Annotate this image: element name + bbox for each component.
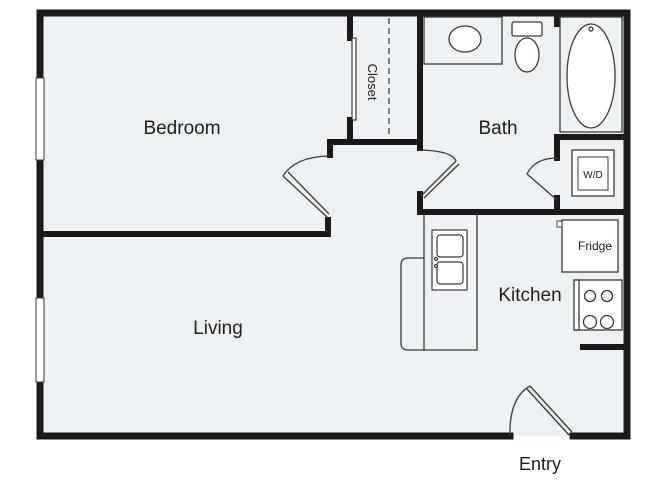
bath-fixtures (423, 16, 623, 133)
toilet-tank-icon (511, 21, 543, 37)
kitchen-sink-icon (431, 229, 468, 291)
washer-dryer-icon (571, 149, 615, 197)
floor-area (40, 13, 627, 436)
room-label-kitchen: Kitchen (498, 285, 561, 306)
entry-label: Entry (519, 454, 561, 474)
washer-dryer-label: W/D (583, 170, 602, 181)
toilet-bowl-icon (514, 37, 540, 73)
sink-icon (448, 25, 482, 53)
room-label-living: Living (193, 318, 243, 339)
kitchen-counter (400, 213, 478, 351)
room-label-bedroom: Bedroom (143, 118, 220, 139)
fridge-icon (556, 219, 619, 273)
doors (282, 149, 573, 437)
room-label-bath: Bath (478, 118, 517, 139)
closet-details (351, 18, 390, 138)
fridge-label: Fridge (578, 239, 612, 253)
windows (35, 77, 45, 383)
stove-icon (573, 279, 623, 331)
interior-walls (40, 15, 625, 350)
room-label-closet: Closet (365, 64, 380, 101)
